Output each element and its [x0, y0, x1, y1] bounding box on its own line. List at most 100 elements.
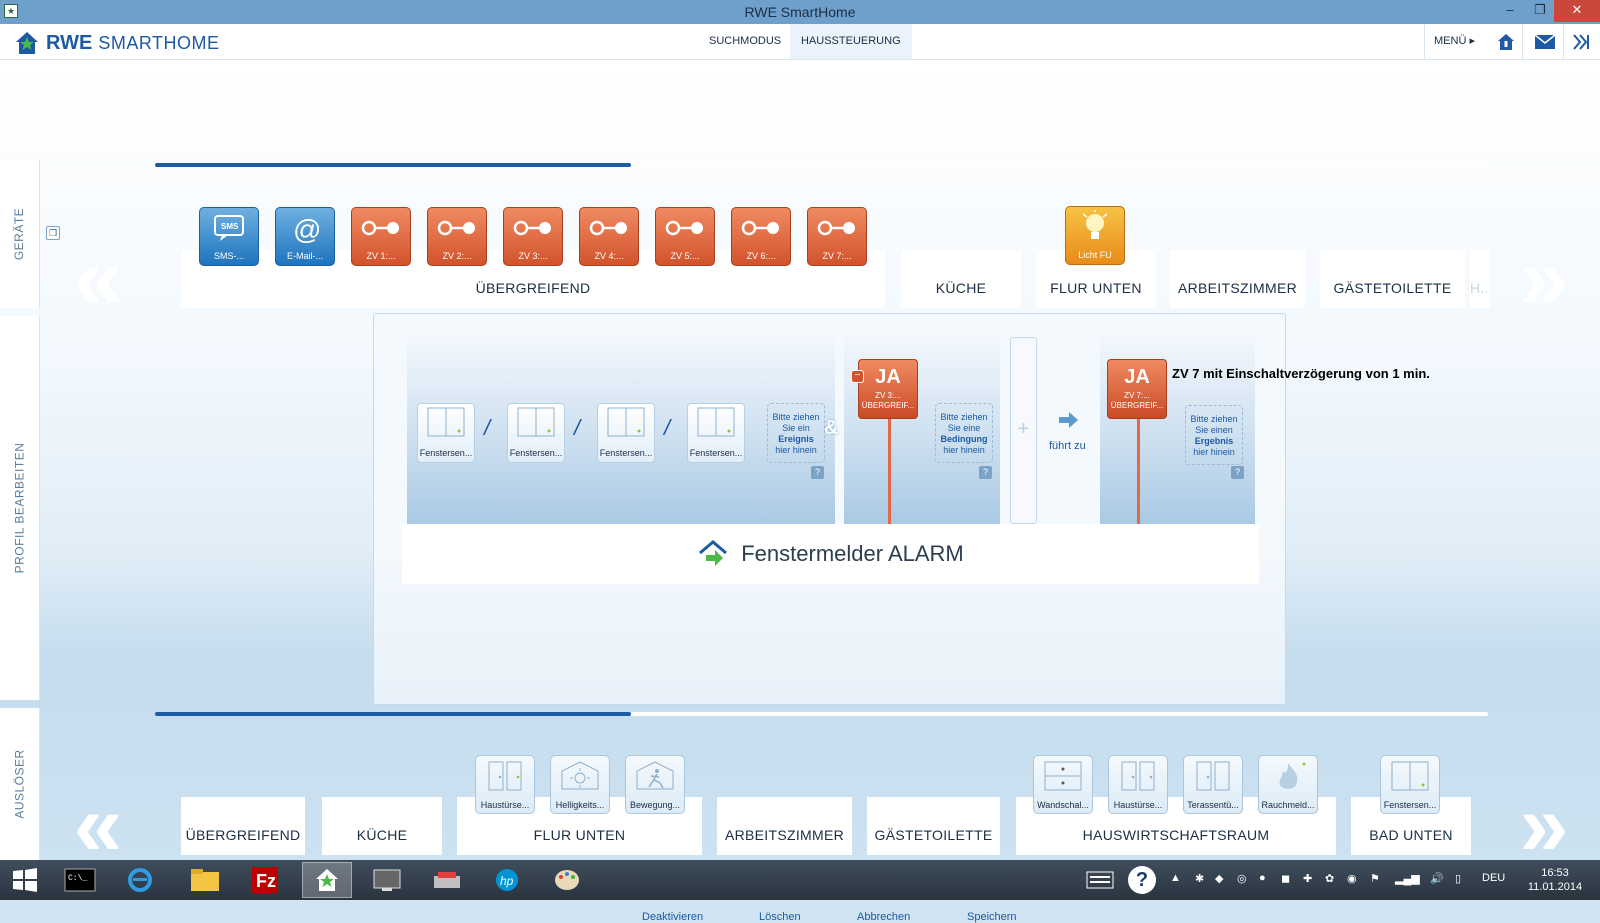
- result-drop-target[interactable]: Bitte ziehen Sie einen Ergebnis hier hin…: [1185, 405, 1243, 465]
- devices-next-arrow[interactable]: »: [1519, 228, 1569, 327]
- trigger-tile-label: Wandschal...: [1037, 800, 1089, 810]
- trigger-room-uebergreifend[interactable]: ÜBERGREIFEND: [181, 797, 305, 855]
- event-drop-target[interactable]: Bitte ziehen Sie ein Ereignis hier hinei…: [767, 403, 825, 463]
- devices-prev-arrow[interactable]: «: [73, 228, 123, 327]
- collapse-icon[interactable]: ❐: [46, 226, 60, 240]
- file-explorer-icon[interactable]: [180, 862, 230, 898]
- room-flur-unten[interactable]: FLUR UNTEN: [1036, 250, 1156, 308]
- trigger-tile[interactable]: Rauchmeld...: [1258, 755, 1318, 814]
- side-tab-profile[interactable]: PROFIL BEARBEITEN: [0, 316, 40, 700]
- bluetooth-icon[interactable]: ✱: [1195, 873, 1205, 885]
- tray-app-icon[interactable]: ✿: [1325, 873, 1335, 885]
- help-icon[interactable]: ?: [979, 466, 992, 479]
- side-tab-triggers[interactable]: AUSLÖSER: [0, 708, 40, 860]
- sensor-tile-4[interactable]: Fenstersen...: [687, 403, 745, 463]
- tray-app-icon[interactable]: ◉: [1347, 873, 1357, 885]
- result-line2: ÜBERGREIF...: [1110, 401, 1164, 410]
- trigger-tile[interactable]: Helligkeits...: [550, 755, 610, 814]
- hp-icon[interactable]: hp: [482, 862, 532, 898]
- rwe-logo[interactable]: RWE SMARTHOME: [14, 30, 220, 56]
- deactivate-button[interactable]: Deaktivieren: [642, 911, 704, 923]
- tv-app-icon[interactable]: [362, 862, 412, 898]
- triggers-scroll-thumb[interactable]: [155, 712, 631, 716]
- tray-flash-icon[interactable]: ●: [1259, 872, 1266, 884]
- rwe-smarthome-taskbar-icon[interactable]: [302, 862, 352, 898]
- device-tile[interactable]: ZV 6:...: [731, 207, 791, 266]
- trigger-room-kueche[interactable]: KÜCHE: [322, 797, 442, 855]
- trigger-tile[interactable]: Bewegung...: [625, 755, 685, 814]
- filezilla-icon[interactable]: Fz: [240, 862, 290, 898]
- minimize-button[interactable]: –: [1506, 2, 1514, 17]
- room-gaestetoilette[interactable]: GÄSTETOILETTE: [1320, 250, 1465, 308]
- mail-icon[interactable]: [1533, 30, 1557, 54]
- sensor-tile-2[interactable]: Fenstersen...: [507, 403, 565, 463]
- remove-condition-icon[interactable]: −: [851, 370, 864, 383]
- trigger-tile[interactable]: Haustürse...: [475, 755, 535, 814]
- help-icon[interactable]: ?: [811, 466, 824, 479]
- trigger-tile[interactable]: Fenstersen...: [1380, 755, 1440, 814]
- trigger-tile[interactable]: Haustürse...: [1108, 755, 1168, 814]
- tab-suchmodus[interactable]: SUCHMODUS: [709, 35, 782, 47]
- chevron-right-icon: ▸: [1469, 35, 1475, 47]
- logout-icon[interactable]: [1569, 30, 1593, 54]
- delete-button[interactable]: Löschen: [759, 911, 801, 923]
- cmd-icon[interactable]: C:\_: [55, 862, 105, 898]
- room-arbeitszimmer[interactable]: ARBEITSZIMMER: [1170, 250, 1305, 308]
- device-tile[interactable]: ZV 5:...: [655, 207, 715, 266]
- triggers-prev-arrow[interactable]: «: [73, 775, 123, 874]
- network-signal-icon[interactable]: ▂▄▆: [1395, 873, 1420, 885]
- trigger-tile-label: Bewegung...: [629, 800, 681, 810]
- condition-ja-tile[interactable]: JA ZV 3:... ÜBERGREIF...: [858, 359, 918, 419]
- devices-scroll-thumb[interactable]: [155, 163, 631, 167]
- volume-icon[interactable]: 🔊: [1430, 873, 1444, 885]
- help-icon[interactable]: ?: [1231, 466, 1244, 479]
- condition-drop-target[interactable]: Bitte ziehen Sie eine Bedingung hier hin…: [935, 403, 993, 463]
- internet-explorer-icon[interactable]: [115, 862, 165, 898]
- cancel-button[interactable]: Abbrechen: [857, 911, 911, 923]
- tray-app-icon[interactable]: ◼: [1281, 873, 1291, 885]
- device-tile[interactable]: ZV 4:...: [579, 207, 639, 266]
- device-tile[interactable]: ZV 2:...: [427, 207, 487, 266]
- sensor-tile-1[interactable]: Fenstersen...: [417, 403, 475, 463]
- clock[interactable]: 16:53 11.01.2014: [1520, 866, 1590, 894]
- room-kueche[interactable]: KÜCHE: [901, 250, 1021, 308]
- tray-sync-icon[interactable]: ◎: [1237, 873, 1247, 885]
- add-condition-slot[interactable]: +: [1010, 337, 1037, 524]
- device-tile[interactable]: ZV 3:...: [503, 207, 563, 266]
- action-center-flag-icon[interactable]: ⚑: [1370, 873, 1380, 885]
- profile-title-bar[interactable]: Fenstermelder ALARM: [402, 524, 1259, 584]
- menu-button[interactable]: MENÜ ▸: [1434, 34, 1475, 47]
- device-tile[interactable]: ZV 1:...: [351, 207, 411, 266]
- device-tile[interactable]: Licht FU: [1065, 206, 1125, 265]
- trigger-room-arbeitszimmer[interactable]: ARBEITSZIMMER: [717, 797, 852, 855]
- device-tile[interactable]: @E-Mail-...: [275, 207, 335, 266]
- trigger-tile[interactable]: Wandschal...: [1033, 755, 1093, 814]
- tray-expand-icon[interactable]: ▲: [1170, 872, 1181, 884]
- help-circle-icon[interactable]: ?: [1124, 862, 1160, 898]
- result-ja-tile[interactable]: JA ZV 7:... ÜBERGREIF...: [1107, 359, 1167, 419]
- drop-keyword: Ereignis: [778, 434, 814, 444]
- device-tile[interactable]: ZV 7:...: [807, 207, 867, 266]
- windows-start-icon[interactable]: [0, 862, 50, 898]
- triggers-next-arrow[interactable]: »: [1519, 775, 1569, 874]
- close-button[interactable]: ✕: [1554, 0, 1600, 22]
- tray-app-icon[interactable]: ◆: [1215, 873, 1224, 885]
- scanner-icon[interactable]: [422, 862, 472, 898]
- tray-app-icon[interactable]: ✚: [1303, 873, 1313, 885]
- paint-icon[interactable]: [542, 862, 592, 898]
- save-button[interactable]: Speichern: [967, 911, 1017, 923]
- restore-button[interactable]: ❐: [1534, 2, 1546, 17]
- language-indicator[interactable]: DEU: [1482, 872, 1506, 884]
- trigger-room-gaestetoilette[interactable]: GÄSTETOILETTE: [867, 797, 1000, 855]
- devices-scroll-bar[interactable]: [155, 163, 1488, 167]
- tab-haussteuerung[interactable]: HAUSSTEUERUNG: [790, 24, 912, 59]
- trigger-tile[interactable]: Terassentü...: [1183, 755, 1243, 814]
- room-partial[interactable]: H...: [1470, 250, 1490, 308]
- battery-icon[interactable]: ▯: [1455, 873, 1462, 885]
- side-tab-devices[interactable]: GERÄTE: [0, 160, 40, 308]
- keyboard-icon[interactable]: [1082, 862, 1118, 898]
- sensor-tile-3[interactable]: Fenstersen...: [597, 403, 655, 463]
- home-info-icon[interactable]: [1494, 30, 1518, 54]
- triggers-scroll-bar[interactable]: [155, 712, 1488, 716]
